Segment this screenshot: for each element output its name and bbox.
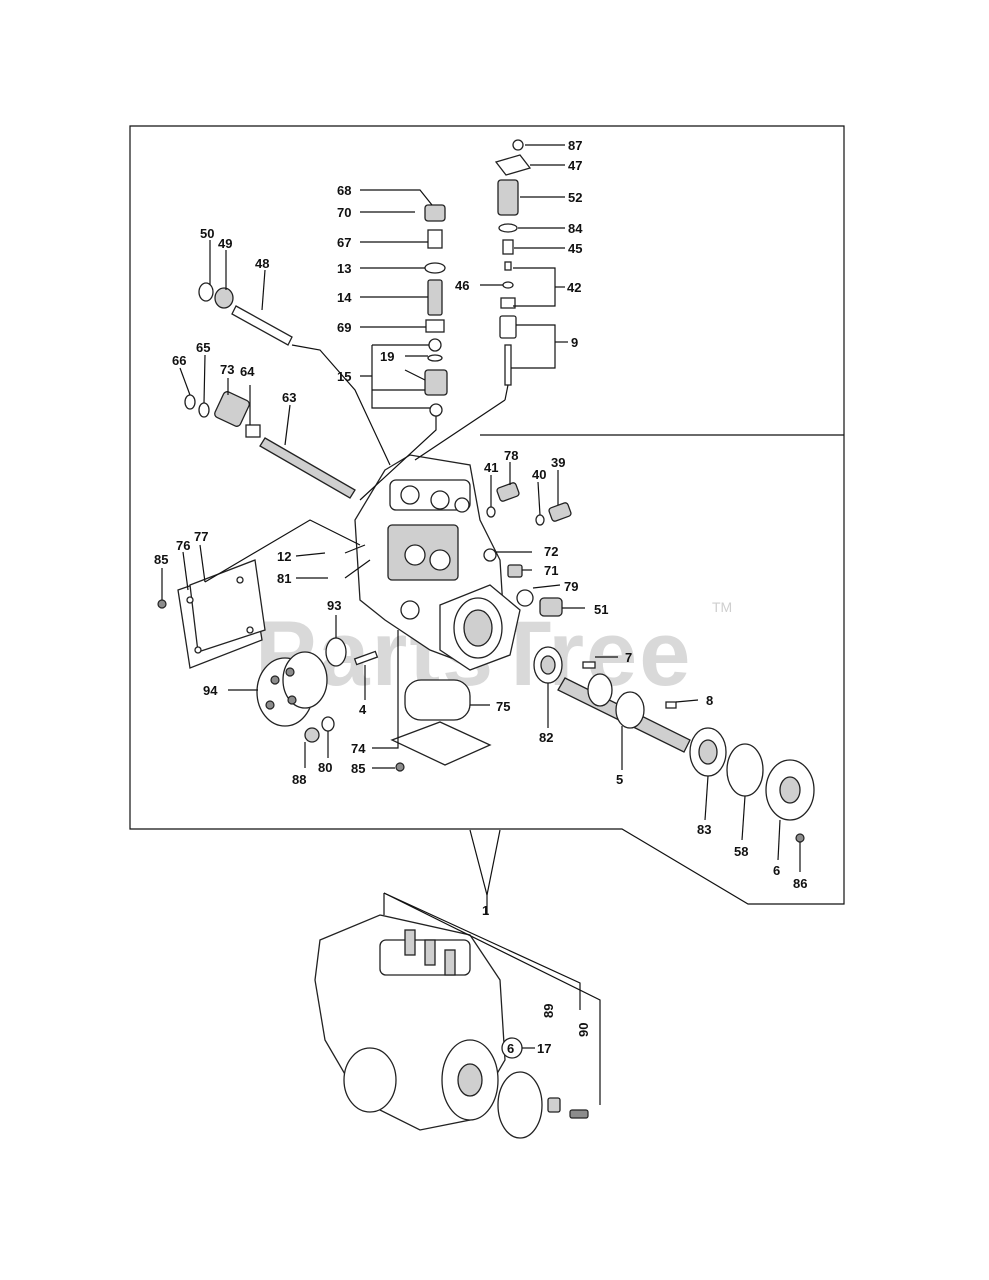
label-75: 75 xyxy=(496,699,510,714)
watermark-trademark: TM xyxy=(712,599,732,615)
label-19: 19 xyxy=(380,349,394,364)
washer-41 xyxy=(486,506,496,518)
label-8: 8 xyxy=(706,693,713,708)
label-1: 1 xyxy=(482,903,489,918)
label-45: 45 xyxy=(568,241,582,256)
label-82: 82 xyxy=(539,730,553,745)
pump-body xyxy=(354,454,521,671)
label-39: 39 xyxy=(551,455,565,470)
delivery-valve-stack xyxy=(494,139,532,386)
control-rack-63 xyxy=(259,437,356,499)
flange-plate xyxy=(390,721,492,766)
label-85b: 85 xyxy=(351,761,365,776)
label-48: 48 xyxy=(255,256,269,271)
ring-65 xyxy=(198,402,210,418)
plug-71 xyxy=(507,564,523,578)
nut-49 xyxy=(214,287,234,309)
label-69: 69 xyxy=(337,320,351,335)
label-74: 74 xyxy=(351,741,366,756)
label-71: 71 xyxy=(544,563,558,578)
seal-93 xyxy=(325,637,347,667)
label-88: 88 xyxy=(292,772,306,787)
label-66: 66 xyxy=(172,353,186,368)
label-79: 79 xyxy=(564,579,578,594)
label-64: 64 xyxy=(240,364,255,379)
label-76: 76 xyxy=(176,538,190,553)
exploded-view-frame xyxy=(129,125,845,905)
label-17: 17 xyxy=(537,1041,551,1056)
washer-50 xyxy=(198,282,214,302)
key-7 xyxy=(582,661,596,669)
label-42: 42 xyxy=(567,280,581,295)
label-90: 90 xyxy=(576,1023,591,1037)
washer-80 xyxy=(321,716,335,732)
screw-86 xyxy=(795,833,805,843)
camshaft xyxy=(557,673,691,753)
label-9: 9 xyxy=(571,335,578,350)
label-46: 46 xyxy=(455,278,469,293)
label-6-ref: 6 xyxy=(507,1041,514,1056)
screw-85 xyxy=(157,599,167,609)
label-12: 12 xyxy=(277,549,291,564)
label-87: 87 xyxy=(568,138,582,153)
fitting-39 xyxy=(548,502,572,522)
label-72: 72 xyxy=(544,544,558,559)
rod-48 xyxy=(231,305,293,346)
label-58: 58 xyxy=(734,844,748,859)
label-65: 65 xyxy=(196,340,210,355)
key-8 xyxy=(665,701,677,709)
spring-73 xyxy=(214,391,250,427)
governor-hub xyxy=(256,651,328,727)
washer-40 xyxy=(535,514,545,526)
label-73: 73 xyxy=(220,362,234,377)
plug-51 xyxy=(539,597,563,617)
label-50: 50 xyxy=(200,226,214,241)
sleeve-64 xyxy=(245,424,261,438)
label-94: 94 xyxy=(203,683,218,698)
label-80: 80 xyxy=(318,760,332,775)
label-5: 5 xyxy=(616,772,623,787)
label-67: 67 xyxy=(337,235,351,250)
label-70: 70 xyxy=(337,205,351,220)
label-85: 85 xyxy=(154,552,168,567)
label-7: 7 xyxy=(625,650,632,665)
o-ring-gasket xyxy=(404,679,471,721)
label-40: 40 xyxy=(532,467,546,482)
label-52: 52 xyxy=(568,190,582,205)
label-4: 4 xyxy=(359,702,367,717)
label-51: 51 xyxy=(594,602,608,617)
stud-4 xyxy=(353,650,379,666)
ring-66 xyxy=(184,394,196,410)
nut-88 xyxy=(304,727,320,743)
label-77: 77 xyxy=(194,529,208,544)
label-41: 41 xyxy=(484,460,498,475)
label-15: 15 xyxy=(337,369,351,384)
label-81: 81 xyxy=(277,571,291,586)
assembled-pump xyxy=(314,914,589,1139)
label-6: 6 xyxy=(773,863,780,878)
fitting-78 xyxy=(496,482,520,502)
label-68: 68 xyxy=(337,183,351,198)
label-78: 78 xyxy=(504,448,518,463)
ring-72 xyxy=(483,548,497,562)
label-14: 14 xyxy=(337,290,352,305)
label-83: 83 xyxy=(697,822,711,837)
gasket-58 xyxy=(726,743,764,797)
screw-85b xyxy=(395,762,405,772)
label-49: 49 xyxy=(218,236,232,251)
label-47: 47 xyxy=(568,158,582,173)
label-93: 93 xyxy=(327,598,341,613)
label-13: 13 xyxy=(337,261,351,276)
ring-79 xyxy=(516,589,534,607)
side-cover xyxy=(177,559,266,669)
part-labels: 87 47 52 84 45 46 42 9 68 70 67 13 14 69… xyxy=(154,138,807,1056)
leader-lines xyxy=(161,144,801,1049)
plunger-stack xyxy=(424,204,448,417)
label-84: 84 xyxy=(568,221,583,236)
label-63: 63 xyxy=(282,390,296,405)
callout-pointer xyxy=(469,829,501,896)
label-86: 86 xyxy=(793,876,807,891)
label-89: 89 xyxy=(541,1004,556,1018)
